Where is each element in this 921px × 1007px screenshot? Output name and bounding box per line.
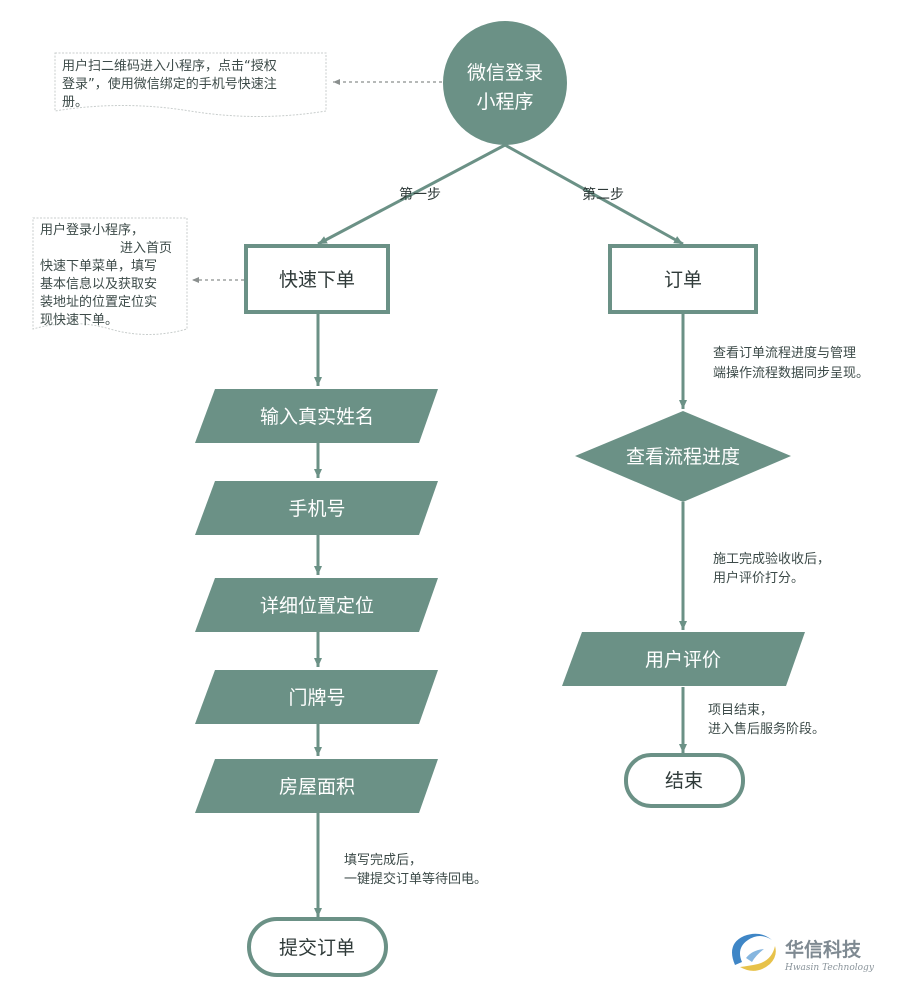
rating-node[interactable]: 用户评价 [562,632,805,686]
decision-node[interactable]: 查看流程进度 [575,411,791,502]
field-area-node[interactable]: 房屋面积 [195,759,438,813]
start-node-line1: 微信登录 [467,62,543,84]
project-end-note-line2: 进入售后服务阶段。 [708,721,825,737]
submit-order-label: 提交订单 [279,937,355,959]
note-pointers [192,79,448,283]
field-phone-label: 手机号 [288,498,345,520]
field-location-node[interactable]: 详细位置定位 [195,578,438,632]
end-label: 结束 [665,770,703,792]
logo-swoosh-icon [732,933,776,971]
logo-subtitle-text: Hwasin Technology [784,963,875,973]
quick-order-note-line5: 装地址的位置定位实 [40,294,157,310]
quick-order-note-line2: 进入首页 [120,241,172,256]
branch-label-right: 第二步 [582,186,624,203]
quick-order-note-line6: 现快速下单。 [40,313,118,328]
start-note-line3: 册。 [62,95,88,110]
project-end-note-line1: 项目结束， [708,703,773,718]
quick-order-note-line1: 用户登录小程序， [40,222,144,238]
quick-order-node[interactable]: 快速下单 [244,244,390,314]
order-note-line2: 端操作流程数据同步呈现。 [713,365,869,381]
quick-order-note: 用户登录小程序， 进入首页 快速下单菜单，填写 基本信息以及获取安 装地址的位置… [32,217,188,335]
field-name-label: 输入真实姓名 [260,406,374,428]
acceptance-note-line2: 用户评价打分。 [713,570,804,586]
edge-start-to-order [504,143,684,246]
field-phone-node[interactable]: 手机号 [195,481,438,535]
quick-order-label: 快速下单 [279,269,355,291]
decision-label: 查看流程进度 [626,446,740,468]
connectors [314,143,687,917]
field-location-label: 详细位置定位 [260,595,374,617]
submit-order-node[interactable]: 提交订单 [247,917,388,977]
quick-order-note-line3: 快速下单菜单，填写 [40,259,157,274]
quick-order-note-line4: 基本信息以及获取安 [40,276,157,292]
field-name-node[interactable]: 输入真实姓名 [195,389,438,443]
start-note-line1: 用户扫二维码进入小程序，点击“授权 [62,58,277,74]
submit-edge-note-line2: 一键提交订单等待回电。 [344,871,487,887]
start-node-line2: 小程序 [476,91,533,113]
field-door-node[interactable]: 门牌号 [195,670,438,724]
order-node[interactable]: 订单 [608,244,758,314]
branch-label-left: 第一步 [399,186,441,203]
start-node[interactable]: 微信登录 小程序 [443,21,567,145]
edge-start-to-order-quick [317,143,506,246]
acceptance-note-line1: 施工完成验收收后， [713,551,830,567]
company-logo: 华信科技 Hwasin Technology [732,933,875,973]
field-door-label: 门牌号 [288,687,345,709]
start-note-line2: 登录”，使用微信绑定的手机号快速注 [62,76,277,92]
start-note: 用户扫二维码进入小程序，点击“授权 登录”，使用微信绑定的手机号快速注 册。 [54,52,327,117]
submit-edge-note-line1: 填写完成后， [344,853,422,868]
rating-label: 用户评价 [645,649,721,671]
logo-brand-text: 华信科技 [785,938,862,961]
end-node[interactable]: 结束 [624,753,745,808]
field-area-label: 房屋面积 [279,776,355,798]
order-label: 订单 [664,269,702,291]
order-note-line1: 查看订单流程进度与管理 [713,345,856,361]
